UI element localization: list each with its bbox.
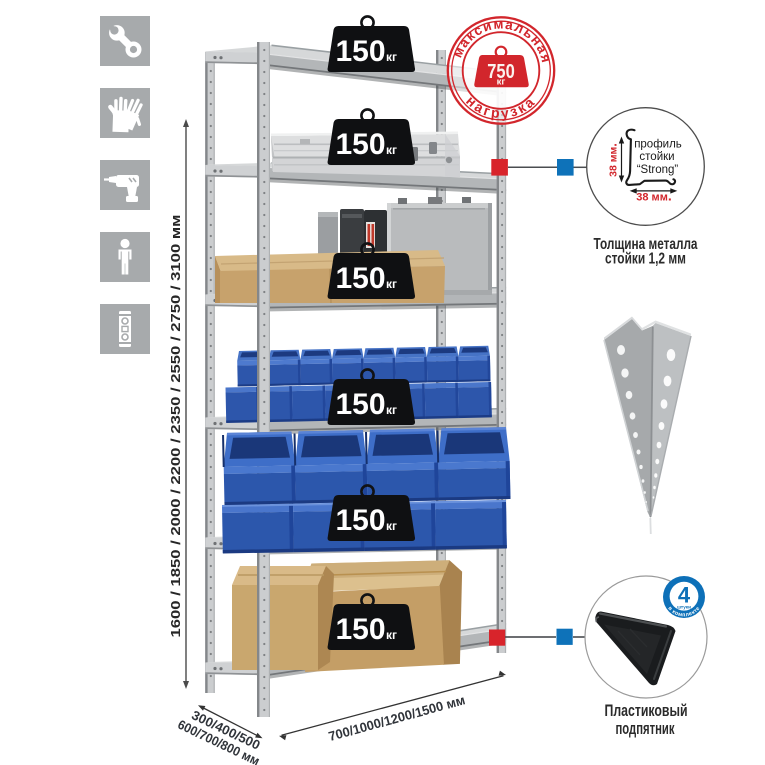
svg-text:“Strong”: “Strong”	[637, 164, 679, 176]
svg-text:кг: кг	[386, 277, 397, 291]
svg-text:Пластиковый: Пластиковый	[605, 702, 688, 720]
svg-text:750: 750	[487, 61, 515, 83]
svg-text:150: 150	[335, 35, 385, 68]
svg-text:38 мм.: 38 мм.	[605, 143, 620, 177]
svg-text:штуки: штуки	[677, 604, 691, 609]
svg-text:38 мм.: 38 мм.	[636, 188, 671, 204]
svg-text:кг: кг	[497, 77, 506, 88]
svg-text:кг: кг	[386, 143, 397, 157]
svg-text:150: 150	[335, 128, 385, 161]
svg-text:стойки 1,2 мм: стойки 1,2 мм	[605, 251, 686, 268]
svg-text:4: 4	[678, 583, 691, 608]
svg-text:кг: кг	[386, 628, 397, 642]
svg-text:кг: кг	[386, 50, 397, 64]
svg-text:150: 150	[335, 504, 385, 537]
svg-text:150: 150	[335, 613, 385, 646]
svg-text:стойки: стойки	[639, 151, 674, 163]
svg-text:кг: кг	[386, 403, 397, 417]
svg-text:150: 150	[335, 262, 385, 295]
svg-text:кг: кг	[386, 519, 397, 533]
svg-text:подпятник: подпятник	[616, 720, 676, 738]
svg-text:1600 / 1850 / 2000 / 2200 / 23: 1600 / 1850 / 2000 / 2200 / 2350 / 2550 …	[168, 215, 183, 638]
svg-text:профиль: профиль	[634, 139, 682, 151]
svg-text:Толщина металла: Толщина металла	[594, 236, 698, 253]
svg-text:150: 150	[335, 388, 385, 421]
